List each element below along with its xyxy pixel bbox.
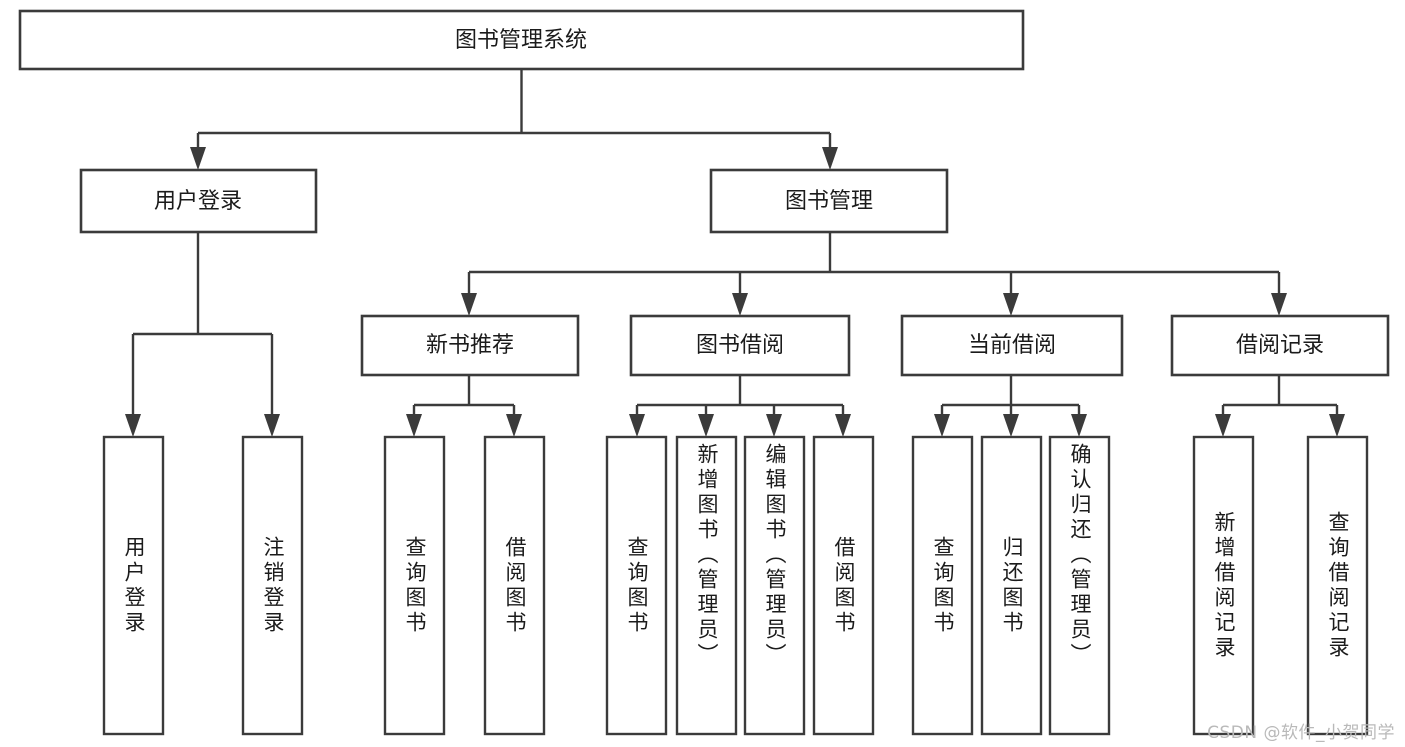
node-book-manage[interactable]: 图书管理 [709, 168, 949, 234]
arrow-to-current-borrow [1003, 293, 1019, 316]
arrow-to-book-manage [822, 147, 838, 170]
node-new-book-recommend-box[interactable] [360, 314, 580, 377]
node-current-borrow-box[interactable] [900, 314, 1124, 377]
arrow-to-user-login [190, 147, 206, 170]
node-book-borrow-label: 图书借阅 [696, 333, 784, 358]
node-leaf-query-book-2-box[interactable] [605, 435, 668, 736]
arrow-to-leaf-add-record [1215, 414, 1231, 437]
node-book-borrow-box[interactable] [629, 314, 851, 377]
node-user-login[interactable]: 用户登录 [79, 168, 318, 234]
node-borrow-record[interactable]: 借阅记录 [1170, 314, 1390, 377]
node-root-box[interactable] [18, 9, 1025, 71]
arrow-to-leaf-return-book [1003, 414, 1019, 437]
leaf-boxes [102, 435, 1369, 736]
node-leaf-query-record-box[interactable] [1306, 435, 1369, 736]
node-user-login-box[interactable] [79, 168, 318, 234]
node-leaf-borrow-book-1-box[interactable] [483, 435, 546, 736]
node-leaf-query-book-1-box[interactable] [383, 435, 446, 736]
arrow-to-leaf-query-book-3 [934, 414, 950, 437]
arrow-to-leaf-add-book [698, 414, 714, 437]
node-user-login-label: 用户登录 [154, 189, 242, 214]
arrow-to-leaf-edit-book [766, 414, 782, 437]
node-leaf-add-record-box[interactable] [1192, 435, 1255, 736]
node-leaf-edit-book-box[interactable] [743, 435, 806, 736]
arrow-to-leaf-borrow-book-1 [506, 414, 522, 437]
arrow-to-leaf-query-record [1329, 414, 1345, 437]
node-root-label: 图书管理系统 [455, 28, 587, 53]
arrow-to-leaf-user-login [125, 414, 141, 437]
node-new-book-recommend-label: 新书推荐 [426, 333, 514, 358]
connector-root-to-level2 [190, 69, 838, 170]
node-new-book-recommend[interactable]: 新书推荐 [360, 314, 580, 377]
node-leaf-query-book-3-box[interactable] [911, 435, 974, 736]
node-borrow-record-label: 借阅记录 [1236, 333, 1324, 358]
arrow-to-borrow-record [1271, 293, 1287, 316]
node-borrow-record-box[interactable] [1170, 314, 1390, 377]
node-leaf-borrow-book-2-box[interactable] [812, 435, 875, 736]
arrow-to-new-book-recommend [461, 293, 477, 316]
node-book-manage-box[interactable] [709, 168, 949, 234]
node-current-borrow[interactable]: 当前借阅 [900, 314, 1124, 377]
arrow-to-leaf-query-book-1 [406, 414, 422, 437]
node-leaf-add-book-box[interactable] [675, 435, 738, 736]
node-leaf-user-login-box[interactable] [102, 435, 165, 736]
connector-borrow-record-to-leaves [1215, 375, 1345, 437]
node-current-borrow-label: 当前借阅 [968, 333, 1056, 358]
node-leaf-confirm-return-box[interactable] [1048, 435, 1111, 736]
node-book-borrow[interactable]: 图书借阅 [629, 314, 851, 377]
arrow-to-leaf-user-logout [264, 414, 280, 437]
arrow-to-leaf-borrow-book-2 [835, 414, 851, 437]
arrow-to-leaf-query-book-2 [629, 414, 645, 437]
connector-user-login-to-leaves [125, 232, 280, 437]
arrow-to-leaf-confirm-return [1071, 414, 1087, 437]
connector-current-borrow-to-leaves [934, 375, 1087, 437]
connector-book-manage-to-level3 [461, 232, 1287, 316]
node-book-manage-label: 图书管理 [785, 189, 873, 214]
node-leaf-return-book-box[interactable] [980, 435, 1043, 736]
arrow-to-book-borrow [732, 293, 748, 316]
connector-new-book-recommend-to-leaves [406, 375, 522, 437]
connector-book-borrow-to-leaves [629, 375, 851, 437]
node-leaf-user-logout-box[interactable] [241, 435, 304, 736]
node-root[interactable]: 图书管理系统 [18, 9, 1025, 71]
